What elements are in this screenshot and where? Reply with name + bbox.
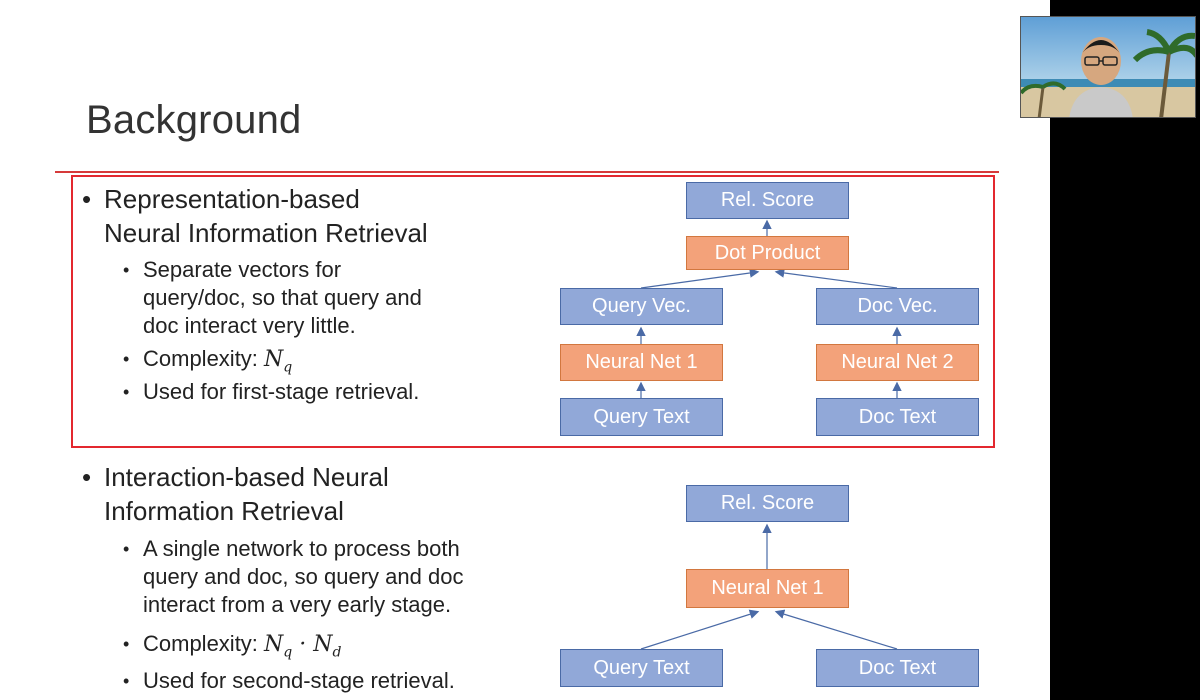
slide-title: Background	[86, 98, 302, 142]
box-query-text: Query Text	[560, 398, 723, 436]
box-neural-net-1: Neural Net 1	[560, 344, 723, 381]
box-query-text-2: Query Text	[560, 649, 723, 687]
arrow-queryvec-to-dot	[640, 268, 760, 289]
math-expression: Nq	[264, 347, 293, 376]
box-rel-score-2: Rel. Score	[686, 485, 849, 522]
webcam-image	[1021, 17, 1195, 117]
bullet-representation-based: • Representation-based Neural Informatio…	[82, 182, 428, 250]
subbullet-complexity: • Complexity: Nq	[123, 346, 293, 376]
subbullet-second-stage: • Used for second-stage retrieval.	[123, 668, 455, 693]
box-doc-text-2: Doc Text	[816, 649, 979, 687]
box-rel-score: Rel. Score	[686, 182, 849, 219]
box-doc-text: Doc Text	[816, 398, 979, 436]
box-doc-vec: Doc Vec.	[816, 288, 979, 325]
bullet-dot: •	[82, 184, 92, 214]
bullet-heading-line1: Representation-based	[104, 184, 360, 214]
box-dot-product: Dot Product	[686, 236, 849, 270]
arrow-doctext-to-nn-2	[774, 609, 898, 650]
arrow-querytext-to-nn-2	[640, 609, 760, 650]
math-expression: Nq · Nd	[264, 632, 342, 661]
subbullet-first-stage: • Used for first-stage retrieval.	[123, 379, 420, 404]
bullet-interaction-based: • Interaction-based Neural Information R…	[82, 462, 389, 526]
box-neural-net-1-2: Neural Net 1	[686, 569, 849, 608]
bullet-dot: •	[82, 462, 92, 492]
subbullet-single-network: • A single network to process both query…	[123, 536, 464, 617]
highlight-rectangle	[71, 175, 995, 448]
subbullet-complexity-2: • Complexity: Nq · Nd	[123, 631, 342, 661]
box-neural-net-2: Neural Net 2	[816, 344, 979, 381]
box-query-vec: Query Vec.	[560, 288, 723, 325]
diagram-arrows	[636, 219, 902, 650]
arrow-docvec-to-dot	[774, 268, 898, 289]
presentation-slide: Background • Representation-based Neural…	[0, 0, 1050, 700]
webcam-video-thumbnail[interactable]	[1020, 16, 1196, 118]
bullet-heading-line2: Neural Information Retrieval	[104, 218, 428, 248]
subbullet-separate-vectors: • Separate vectors for query/doc, so tha…	[123, 257, 422, 338]
title-underline	[55, 171, 999, 173]
